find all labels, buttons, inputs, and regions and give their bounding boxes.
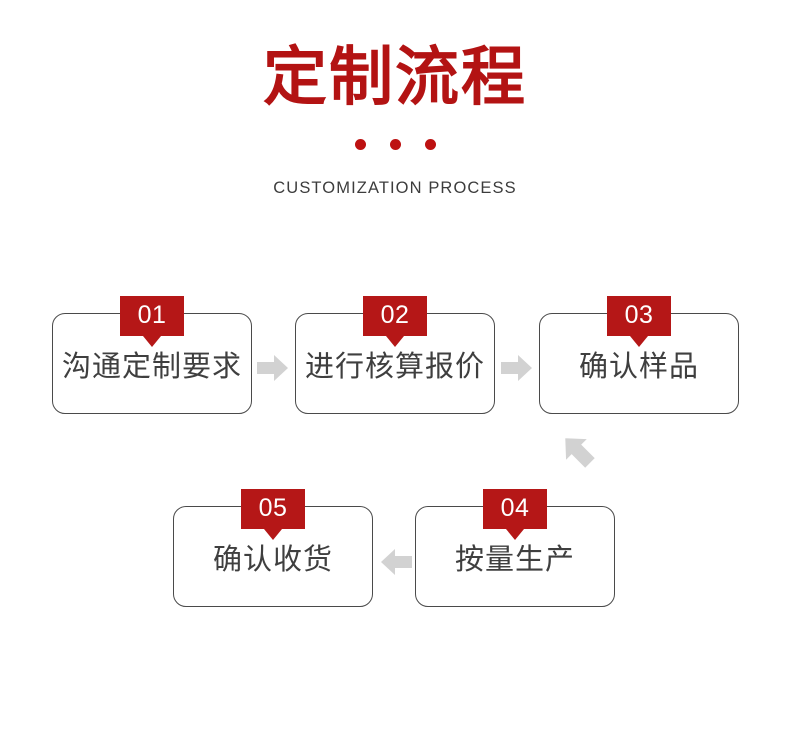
page-subtitle: CUSTOMIZATION PROCESS (273, 179, 517, 197)
process-step-01-badge: 01 (120, 296, 184, 336)
process-step-05-badge: 05 (241, 489, 305, 529)
process-step-02-label: 进行核算报价 (304, 349, 485, 383)
process-step-02-badge: 02 (363, 296, 427, 336)
decorative-dots (0, 138, 790, 150)
process-step-01: 沟通定制要求 (52, 313, 252, 414)
process-step-04-label: 按量生产 (454, 542, 575, 576)
process-step-04-number: 04 (500, 494, 530, 522)
header: 定制流程 CUSTOMIZATION PROCESS (0, 0, 790, 198)
process-step-04: 按量生产 (415, 506, 615, 607)
process-step-03-label: 确认样品 (578, 349, 699, 383)
arrow-step1-to-step2-icon (257, 354, 289, 382)
process-step-01-number: 01 (137, 301, 167, 329)
process-step-03-badge: 03 (607, 296, 671, 336)
process-step-02-number: 02 (380, 301, 410, 329)
dot-3 (424, 138, 436, 150)
page-title: 定制流程 (263, 41, 527, 115)
dot-1 (354, 138, 366, 150)
arrow-step2-to-step3-icon (501, 354, 533, 382)
process-step-05-label: 确认收货 (212, 542, 333, 576)
arrow-step4-to-step5-icon (381, 548, 413, 576)
process-step-05-number: 05 (258, 494, 288, 522)
process-step-01-label: 沟通定制要求 (61, 349, 242, 383)
process-step-03-number: 03 (624, 301, 654, 329)
process-step-04-badge: 04 (483, 489, 547, 529)
process-step-02: 进行核算报价 (295, 313, 495, 414)
arrow-step3-to-step4-icon (553, 426, 604, 477)
dot-2 (389, 138, 401, 150)
